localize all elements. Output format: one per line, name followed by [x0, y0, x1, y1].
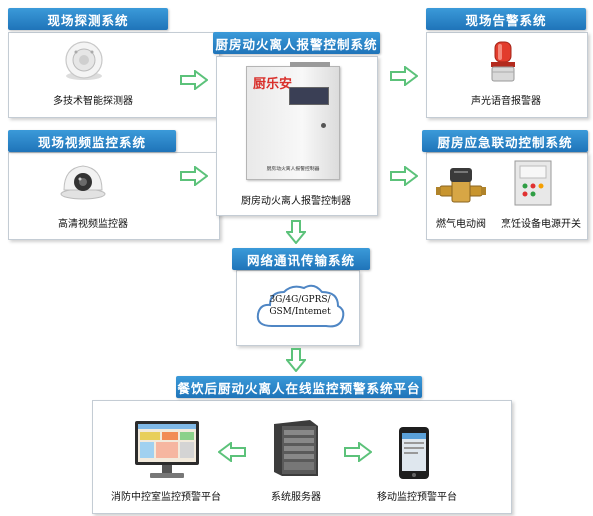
network-title: 网络通讯传输系统	[232, 248, 370, 270]
mobile-platform-label: 移动监控预警平台	[377, 492, 457, 503]
alarm-controller-cabinet: 厨乐安 厨房动火离人报警控制器	[246, 66, 340, 180]
controller-panel-caption: 厨房动火离人报警控制器	[266, 167, 320, 172]
hd-camera-icon	[58, 160, 108, 200]
onsite-alarm-title: 现场告警系统	[426, 8, 586, 30]
onsite-video-title: 现场视频监控系统	[8, 130, 176, 152]
controller-antenna-bar	[290, 62, 330, 67]
controller-system-title: 厨房动火离人报警控制系统	[213, 32, 380, 54]
emergency-control-title: 厨房应急联动控制系统	[422, 130, 588, 152]
alarm-controller-label: 厨房动火离人报警控制器	[241, 196, 351, 207]
power-switch-label: 烹饪设备电源开关	[501, 219, 581, 230]
multi-tech-detector-icon	[62, 40, 106, 82]
arrow-controller-to-emergency	[390, 166, 418, 186]
arrow-detection-to-controller	[180, 70, 208, 90]
gas-valve-label: 燃气电动阀	[436, 219, 486, 230]
onsite-detection-title: 现场探测系统	[8, 8, 168, 30]
controller-display-screen	[289, 87, 329, 105]
hd-camera-label: 高清视频监控器	[58, 219, 128, 230]
cloud-line-2: GSM/Intemet	[269, 307, 331, 317]
system-server-label: 系统服务器	[271, 492, 321, 503]
controller-brand-logo: 厨乐安	[253, 77, 293, 92]
power-switch-cabinet-icon	[514, 160, 552, 206]
strobe-siren-icon	[486, 40, 520, 84]
arrow-controller-to-network	[286, 220, 306, 244]
mobile-phone-icon	[398, 426, 430, 480]
multi-tech-detector-label: 多技术智能探测器	[53, 96, 133, 107]
arrow-server-to-pc	[218, 442, 246, 462]
monitoring-pc-icon	[134, 420, 200, 482]
cloud-icon	[252, 280, 348, 336]
arrow-controller-to-alarm	[390, 66, 418, 86]
gas-valve-icon	[436, 166, 486, 206]
arrow-video-to-controller	[180, 166, 208, 186]
controller-lock-icon	[321, 123, 326, 128]
onsite-video-panel	[8, 152, 220, 240]
arrow-server-to-mobile	[344, 442, 372, 462]
server-rack-icon	[270, 418, 320, 478]
arrow-network-to-platform	[286, 348, 306, 372]
fire-control-platform-label: 消防中控室监控预警平台	[111, 492, 221, 503]
platform-title: 餐饮后厨动火离人在线监控预警系统平台	[176, 376, 422, 398]
cloud-line-1: 3G/4G/GPRS/	[269, 295, 331, 305]
strobe-siren-label: 声光语音报警器	[471, 96, 541, 107]
